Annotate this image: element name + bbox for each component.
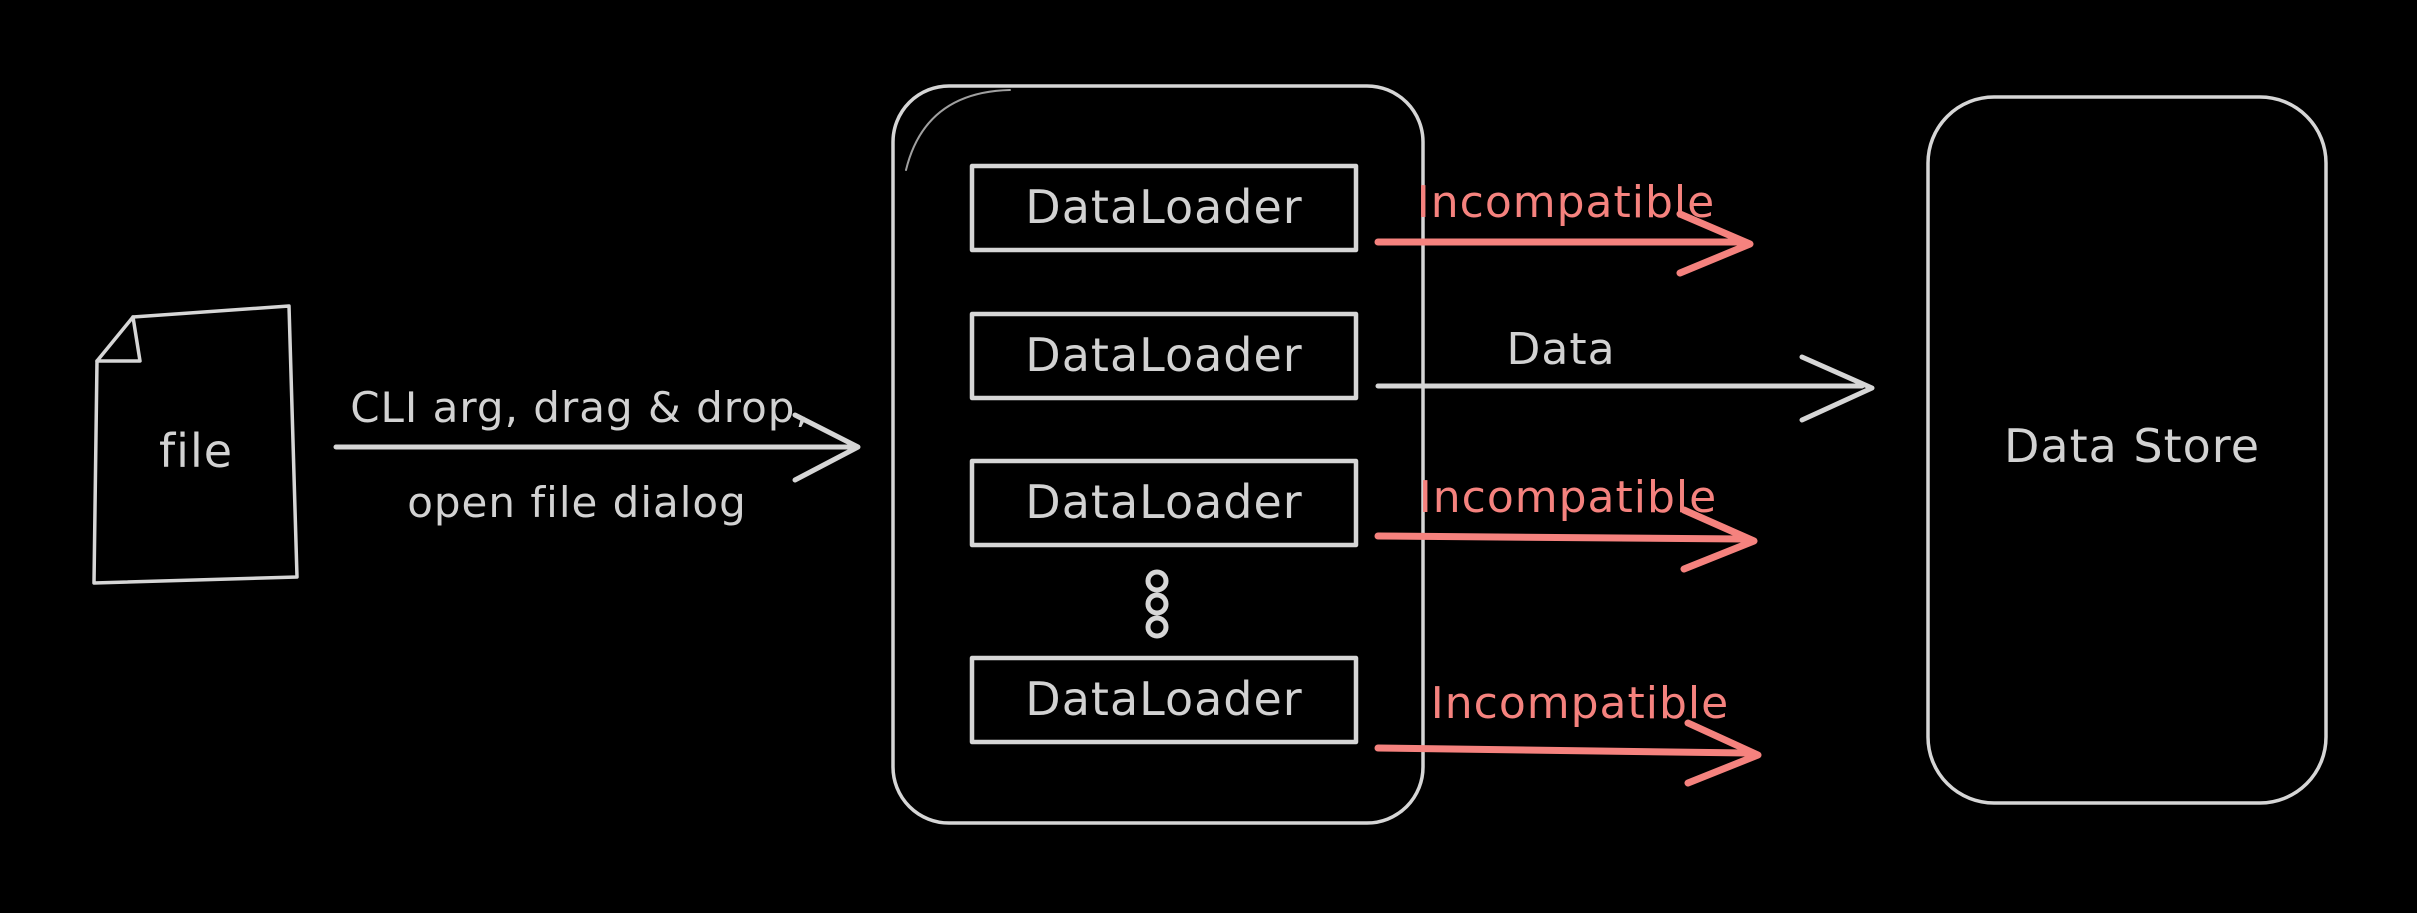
dataloader-box-3: DataLoader [969,458,1359,548]
output-arrow-incompatible-3: Incompatible [1374,678,1762,787]
incompatible-arrow-2-label: Incompatible [1419,472,1717,523]
file-label: file [159,424,233,478]
loader-container: DataLoader DataLoader DataLoader D [891,84,1425,825]
incompatible-arrow-2-line [1374,532,1748,543]
incompatible-arrow-2-head [1680,506,1758,573]
loader-container-sketch-echo [905,89,1011,171]
data-arrow-head [1799,354,1875,423]
input-arrow-label-line1: CLI arg, drag & drop, [350,383,810,432]
dataloader-box-1-outline [969,163,1359,253]
document-icon [92,304,299,585]
ellipsis-dot [1145,592,1169,616]
input-arrow-label-line2: open file dialog [407,478,747,527]
incompatible-arrow-3-head [1684,719,1762,787]
loader-container-outline [891,84,1425,825]
document-icon-fold [95,315,142,363]
data-store-outline [1926,95,2328,805]
file-node: file [92,304,299,585]
dataloader-box-2-label: DataLoader [1025,328,1302,382]
dataloader-box-1-label: DataLoader [1025,180,1302,234]
dataloader-box-1: DataLoader [969,163,1359,253]
data-store-label: Data Store [2004,419,2260,473]
incompatible-arrow-1-head [1676,210,1754,277]
input-arrow: CLI arg, drag & drop, open file dialog [333,383,861,527]
output-arrow-incompatible-1: Incompatible [1374,177,1754,277]
dataloader-box-2-outline [969,311,1359,401]
dataloader-box-3-outline [969,458,1359,548]
output-arrow-data: Data [1375,324,1875,423]
data-arrow-label: Data [1506,324,1615,375]
output-arrow-incompatible-2: Incompatible [1374,472,1758,573]
dataloader-box-4-label: DataLoader [1025,672,1302,726]
dataloader-box-4: DataLoader [969,655,1359,745]
incompatible-arrow-1-label: Incompatible [1417,177,1715,228]
input-arrow-head [792,412,861,483]
ellipsis-dot [1145,615,1169,639]
incompatible-arrow-3-line [1374,744,1752,757]
vertical-ellipsis-icon [1145,569,1169,639]
dataloader-box-4-outline [969,655,1359,745]
data-store-node: Data Store [1926,95,2328,805]
dataloader-box-3-label: DataLoader [1025,475,1302,529]
incompatible-arrow-3-label: Incompatible [1431,678,1729,729]
dataloader-box-2: DataLoader [969,311,1359,401]
ellipsis-dot [1145,569,1169,593]
